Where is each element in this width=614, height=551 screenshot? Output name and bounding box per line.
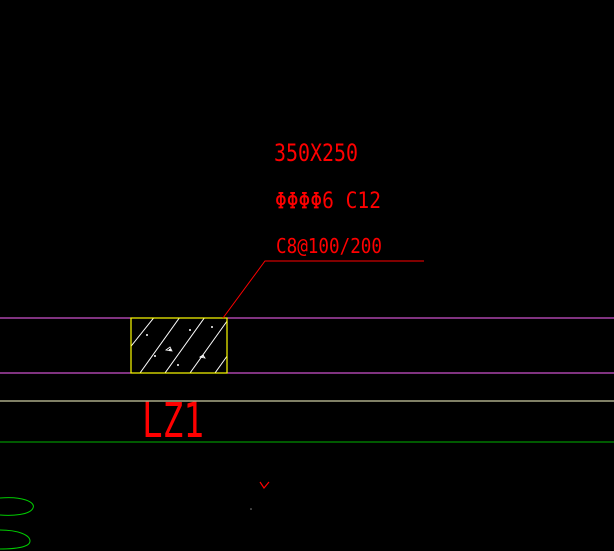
annotation-leader-line bbox=[222, 260, 424, 319]
section-size-text[interactable]: 350X250 bbox=[274, 139, 358, 167]
column-outline bbox=[130, 317, 228, 374]
main-rebar-text[interactable]: ΦΦΦΦ6 C12 bbox=[275, 189, 381, 214]
small-chevron-mark bbox=[259, 481, 270, 490]
column-hatch bbox=[131, 318, 227, 373]
column-label-text[interactable]: LZ1 bbox=[142, 393, 204, 449]
small-dot-mark bbox=[250, 508, 252, 510]
left-green-curve-lower bbox=[0, 529, 31, 550]
stirrup-text[interactable]: C8@100/200 bbox=[276, 234, 382, 258]
left-green-curve-upper bbox=[0, 497, 34, 516]
column-section[interactable] bbox=[120, 310, 260, 380]
